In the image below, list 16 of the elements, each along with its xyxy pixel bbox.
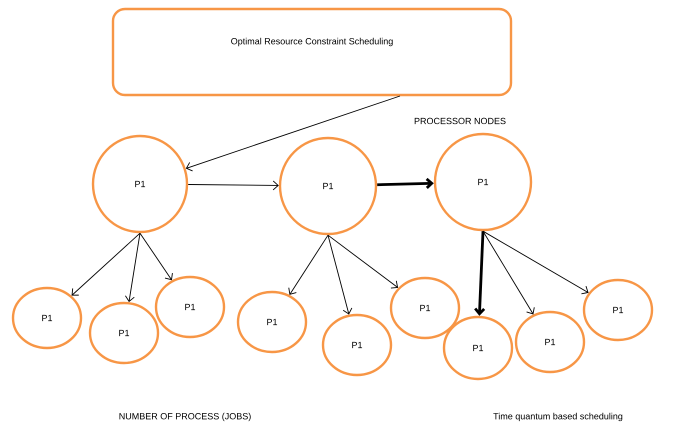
arrow bbox=[288, 234, 328, 295]
note-label: NUMBER OF PROCESS (JOBS) bbox=[119, 412, 251, 422]
arrow bbox=[474, 231, 486, 316]
arrow bbox=[328, 234, 352, 315]
note-label: Time quantum based scheduling bbox=[493, 412, 622, 422]
arrow bbox=[72, 232, 140, 296]
arrow bbox=[186, 96, 400, 172]
arrow bbox=[482, 230, 535, 314]
arrow bbox=[328, 234, 398, 288]
title-box: Optimal Resource Constraint Scheduling bbox=[112, 8, 512, 96]
arrow bbox=[482, 230, 589, 294]
arrow bbox=[124, 232, 140, 302]
arrow bbox=[188, 180, 279, 190]
note-label: PROCESSOR NODES bbox=[414, 118, 506, 124]
arrow bbox=[140, 232, 173, 280]
arrow bbox=[377, 178, 434, 189]
